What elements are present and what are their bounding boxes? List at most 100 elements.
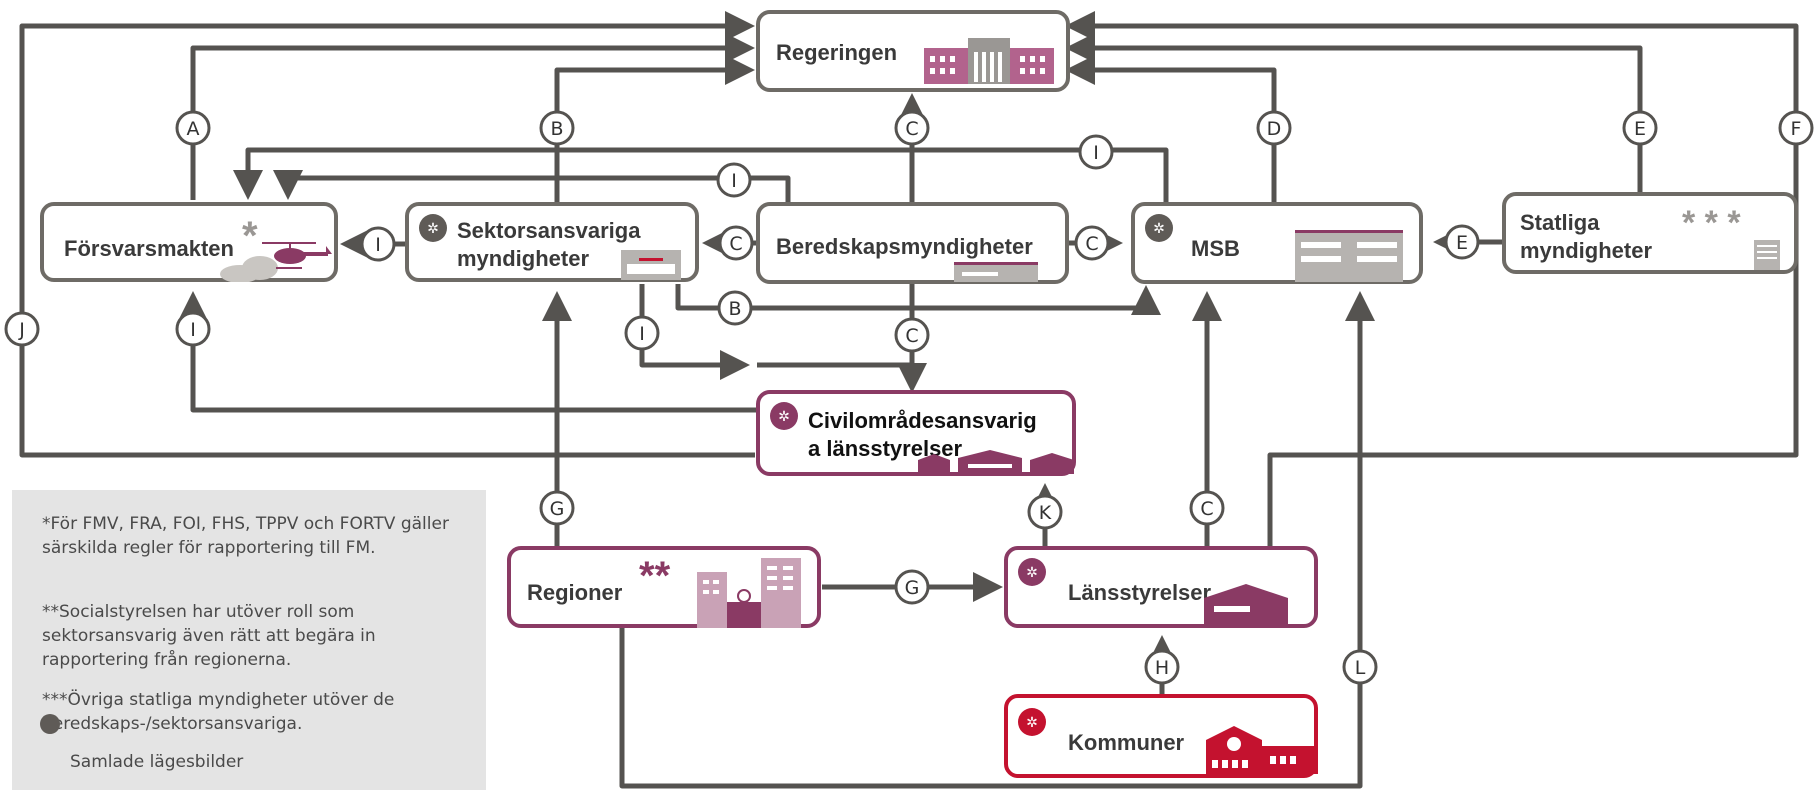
label-g-sektor: G — [539, 490, 575, 526]
label-c-msb: C — [1074, 225, 1110, 261]
government-building-icon — [924, 38, 1054, 84]
agency-badge-icon: ✲ — [1145, 214, 1173, 242]
regional-office-icon — [918, 450, 1074, 474]
connector-j — [19, 11, 755, 458]
svg-text:H: H — [1155, 657, 1169, 679]
label-h: H — [1144, 649, 1180, 685]
label-k: K — [1027, 494, 1063, 530]
node-beredskap-label: Beredskapsmyndigheter — [776, 234, 1033, 259]
footnote-2: **Socialstyrelsen har utöver roll som se… — [42, 602, 376, 670]
label-i-beredskap: I — [716, 162, 752, 198]
svg-text:D: D — [1267, 118, 1282, 140]
svg-text:B: B — [550, 118, 563, 140]
connector-l — [619, 291, 1375, 789]
svg-text:I: I — [190, 319, 196, 341]
regional-office-icon — [1204, 584, 1288, 624]
connector-f — [1065, 11, 1799, 546]
municipal-building-icon — [1206, 726, 1318, 774]
node-forsvarsmakten-label: Försvarsmakten — [64, 236, 234, 261]
footnotes-box: *För FMV, FRA, FOI, FHS, TPPV och FORTV … — [12, 490, 486, 790]
node-msb: ✲ MSB — [1131, 202, 1423, 284]
agency-badge-icon: ✲ — [419, 214, 447, 242]
label-f: F — [1778, 110, 1814, 146]
label-i-civil: I — [624, 315, 660, 351]
svg-text:C: C — [729, 233, 742, 255]
svg-text:E: E — [1634, 118, 1646, 140]
agency-badge-icon: ✲ — [1018, 558, 1046, 586]
office-building-icon — [1754, 240, 1780, 270]
label-i-fm: I — [175, 311, 211, 347]
svg-text:E: E — [1456, 232, 1468, 254]
office-building-icon — [621, 250, 681, 280]
label-b: B — [539, 110, 575, 146]
label-c-lan: C — [1189, 490, 1225, 526]
node-lansstyrelser: ✲ Länsstyrelser — [1004, 546, 1318, 628]
label-d: D — [1256, 110, 1292, 146]
svg-text:G: G — [905, 577, 920, 599]
agency-badge-icon: ✲ — [1018, 708, 1046, 736]
svg-text:B: B — [728, 298, 741, 320]
node-lansstyrelser-label: Länsstyrelser — [1068, 580, 1212, 605]
label-c-sektor: C — [718, 225, 754, 261]
footnote-3: ***Övriga statliga myndigheter utöver de… — [42, 690, 395, 734]
connector-i-civil — [639, 284, 750, 380]
hospital-building-icon — [697, 558, 801, 628]
svg-text:F: F — [1791, 118, 1802, 140]
label-c: C — [894, 110, 930, 146]
cloud-icon — [220, 256, 278, 282]
label-c-civil: C — [894, 317, 930, 353]
node-regioner-label: Regioner — [527, 580, 623, 605]
office-building-icon — [954, 262, 1038, 282]
svg-text:C: C — [1200, 498, 1213, 520]
node-regeringen: Regeringen — [756, 10, 1070, 92]
label-j: J — [4, 311, 40, 347]
label-e: E — [1622, 110, 1658, 146]
connector-i-civil-fm — [178, 291, 756, 413]
svg-text:C: C — [1085, 233, 1098, 255]
connector-i-beredskap — [273, 170, 791, 202]
node-statliga-myndigheter: Statliga myndigheter * * * — [1502, 192, 1798, 274]
svg-text:I: I — [731, 170, 737, 192]
office-building-icon — [1295, 230, 1403, 282]
node-msb-label: MSB — [1191, 236, 1240, 261]
label-i-sektor: I — [360, 226, 396, 262]
svg-text:J: J — [18, 319, 25, 341]
footnote-4: Samlade lägesbilder — [70, 752, 244, 772]
svg-text:C: C — [905, 118, 918, 140]
label-i-msb: I — [1078, 134, 1114, 170]
svg-text:K: K — [1039, 502, 1052, 524]
footnote-1: *För FMV, FRA, FOI, FHS, TPPV och FORTV … — [42, 514, 449, 558]
helicopter-icon — [262, 242, 332, 269]
regioner-asterisks: ** — [639, 554, 671, 598]
label-l: L — [1342, 649, 1378, 685]
label-g-lan: G — [894, 569, 930, 605]
connector-d — [1065, 55, 1277, 202]
node-regeringen-label: Regeringen — [776, 40, 898, 65]
svg-text:G: G — [550, 498, 565, 520]
connector-labels: A B C D E F J I I I I C C C E B I C G K … — [4, 110, 1814, 685]
svg-text:C: C — [905, 325, 918, 347]
forsvarsmakten-asterisk: * — [242, 214, 258, 258]
node-forsvarsmakten: Försvarsmakten * — [40, 202, 338, 282]
node-statliga-label-1: Statliga — [1520, 210, 1600, 235]
node-statliga-label-2: myndigheter — [1520, 238, 1653, 263]
connector-a — [190, 33, 755, 200]
node-kommuner: ✲ Kommuner — [1004, 694, 1318, 778]
label-e-msb: E — [1444, 224, 1480, 260]
svg-text:L: L — [1355, 657, 1366, 679]
agency-badge-icon: ✲ — [770, 402, 798, 430]
node-civil-label-1: Civilområdesansvarig — [808, 408, 1037, 433]
agency-badge-icon — [40, 714, 60, 734]
node-sektorsansvariga: ✲ Sektorsansvariga myndigheter — [405, 202, 699, 282]
svg-text:I: I — [1093, 142, 1099, 164]
connector-i-msb — [233, 147, 1169, 202]
node-civilomradesansvariga: ✲ Civilområdesansvarig a länsstyrelser — [756, 390, 1076, 476]
connector-b — [554, 55, 755, 202]
node-kommuner-label: Kommuner — [1068, 730, 1185, 755]
svg-text:A: A — [187, 118, 200, 140]
node-regioner: Regioner ** — [507, 546, 821, 628]
label-a: A — [175, 110, 211, 146]
statliga-asterisks: * * * — [1682, 204, 1741, 242]
node-sektor-label-2: myndigheter — [457, 246, 590, 271]
